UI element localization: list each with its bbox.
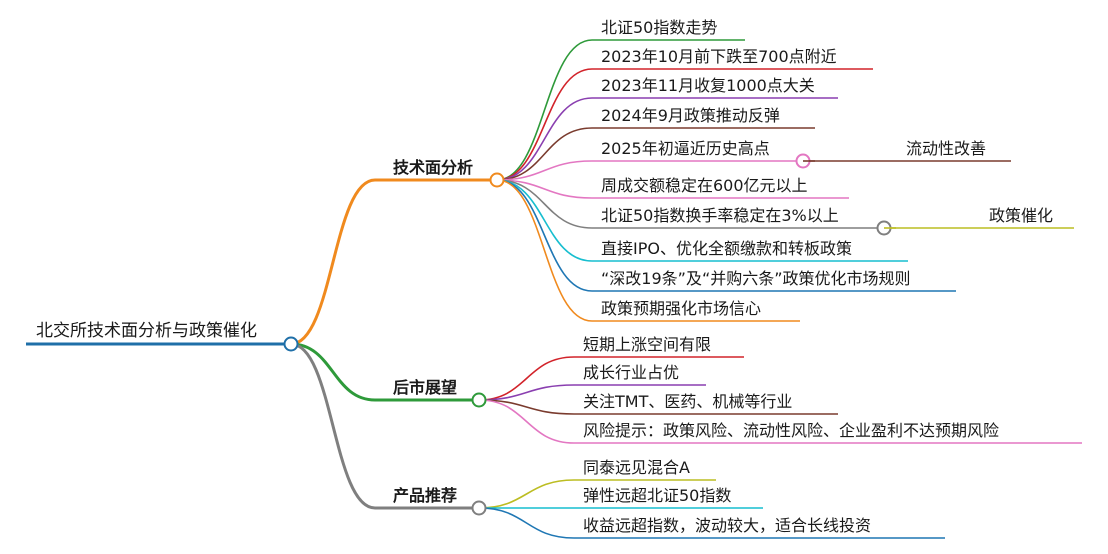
branch-product-recommendation: 产品推荐 [393,486,458,505]
child-connector [496,97,593,181]
leaf-node: 弹性远超北证50指数 [583,486,732,505]
leaf-node: “深改19条”及“并购六条”政策优化市场规则 [601,269,911,288]
sub-leaf-node: 流动性改善 [906,139,987,158]
child-connector [496,179,593,292]
leaf-node: 同泰远见混合A [583,458,690,477]
child-connector [478,479,575,509]
branch-toggle-circle [471,392,487,408]
branch-toggle-circle [489,172,505,188]
child-connector [478,507,575,539]
sub-leaf-node: 政策催化 [989,206,1054,225]
leaf-node: 关注TMT、医药、机械等行业 [583,392,793,411]
child-connector [496,179,593,262]
child-connector [478,384,575,401]
leaf-node: 收益远超指数，波动较大，适合长线投资 [583,516,872,535]
leaf-node: 2025年初逼近历史高点 [601,139,770,158]
child-connector [496,179,593,322]
branch-connector [290,342,376,510]
leaf-node: 2023年10月前下跌至700点附近 [601,47,837,66]
leaf-node: 成长行业占优 [583,363,680,382]
child-connector [478,399,575,444]
leaf-node: 风险提示：政策风险、流动性风险、企业盈利不达预期风险 [583,421,1000,440]
leaf-node: 短期上涨空间有限 [583,335,712,354]
child-connector [496,127,593,181]
child-connector [496,68,593,181]
child-connector [496,39,593,181]
branch-connector [290,342,376,402]
leaf-node: 2023年11月收复1000点大关 [601,76,815,95]
branch-technical-analysis: 技术面分析 [393,158,474,177]
leaf-node: 2024年9月政策推动反弹 [601,106,780,125]
root-toggle-circle [283,336,299,352]
child-connector [496,160,593,181]
child-connector [496,179,593,199]
child-connector [478,399,575,415]
child-connector [496,179,593,229]
branch-connector [290,178,376,346]
leaf-node: 北证50指数换手率稳定在3%以上 [601,206,839,225]
child-connector [478,356,575,401]
leaf-node: 周成交额稳定在600亿元以上 [601,176,808,195]
root-node-label: 北交所技术面分析与政策催化 [36,321,257,341]
leaf-node: 北证50指数走势 [601,18,718,37]
branch-toggle-circle [471,500,487,516]
branch-market-outlook: 后市展望 [393,378,458,397]
leaf-node: 政策预期强化市场信心 [601,299,762,318]
leaf-node: 直接IPO、优化全额缴款和转板政策 [601,239,852,258]
